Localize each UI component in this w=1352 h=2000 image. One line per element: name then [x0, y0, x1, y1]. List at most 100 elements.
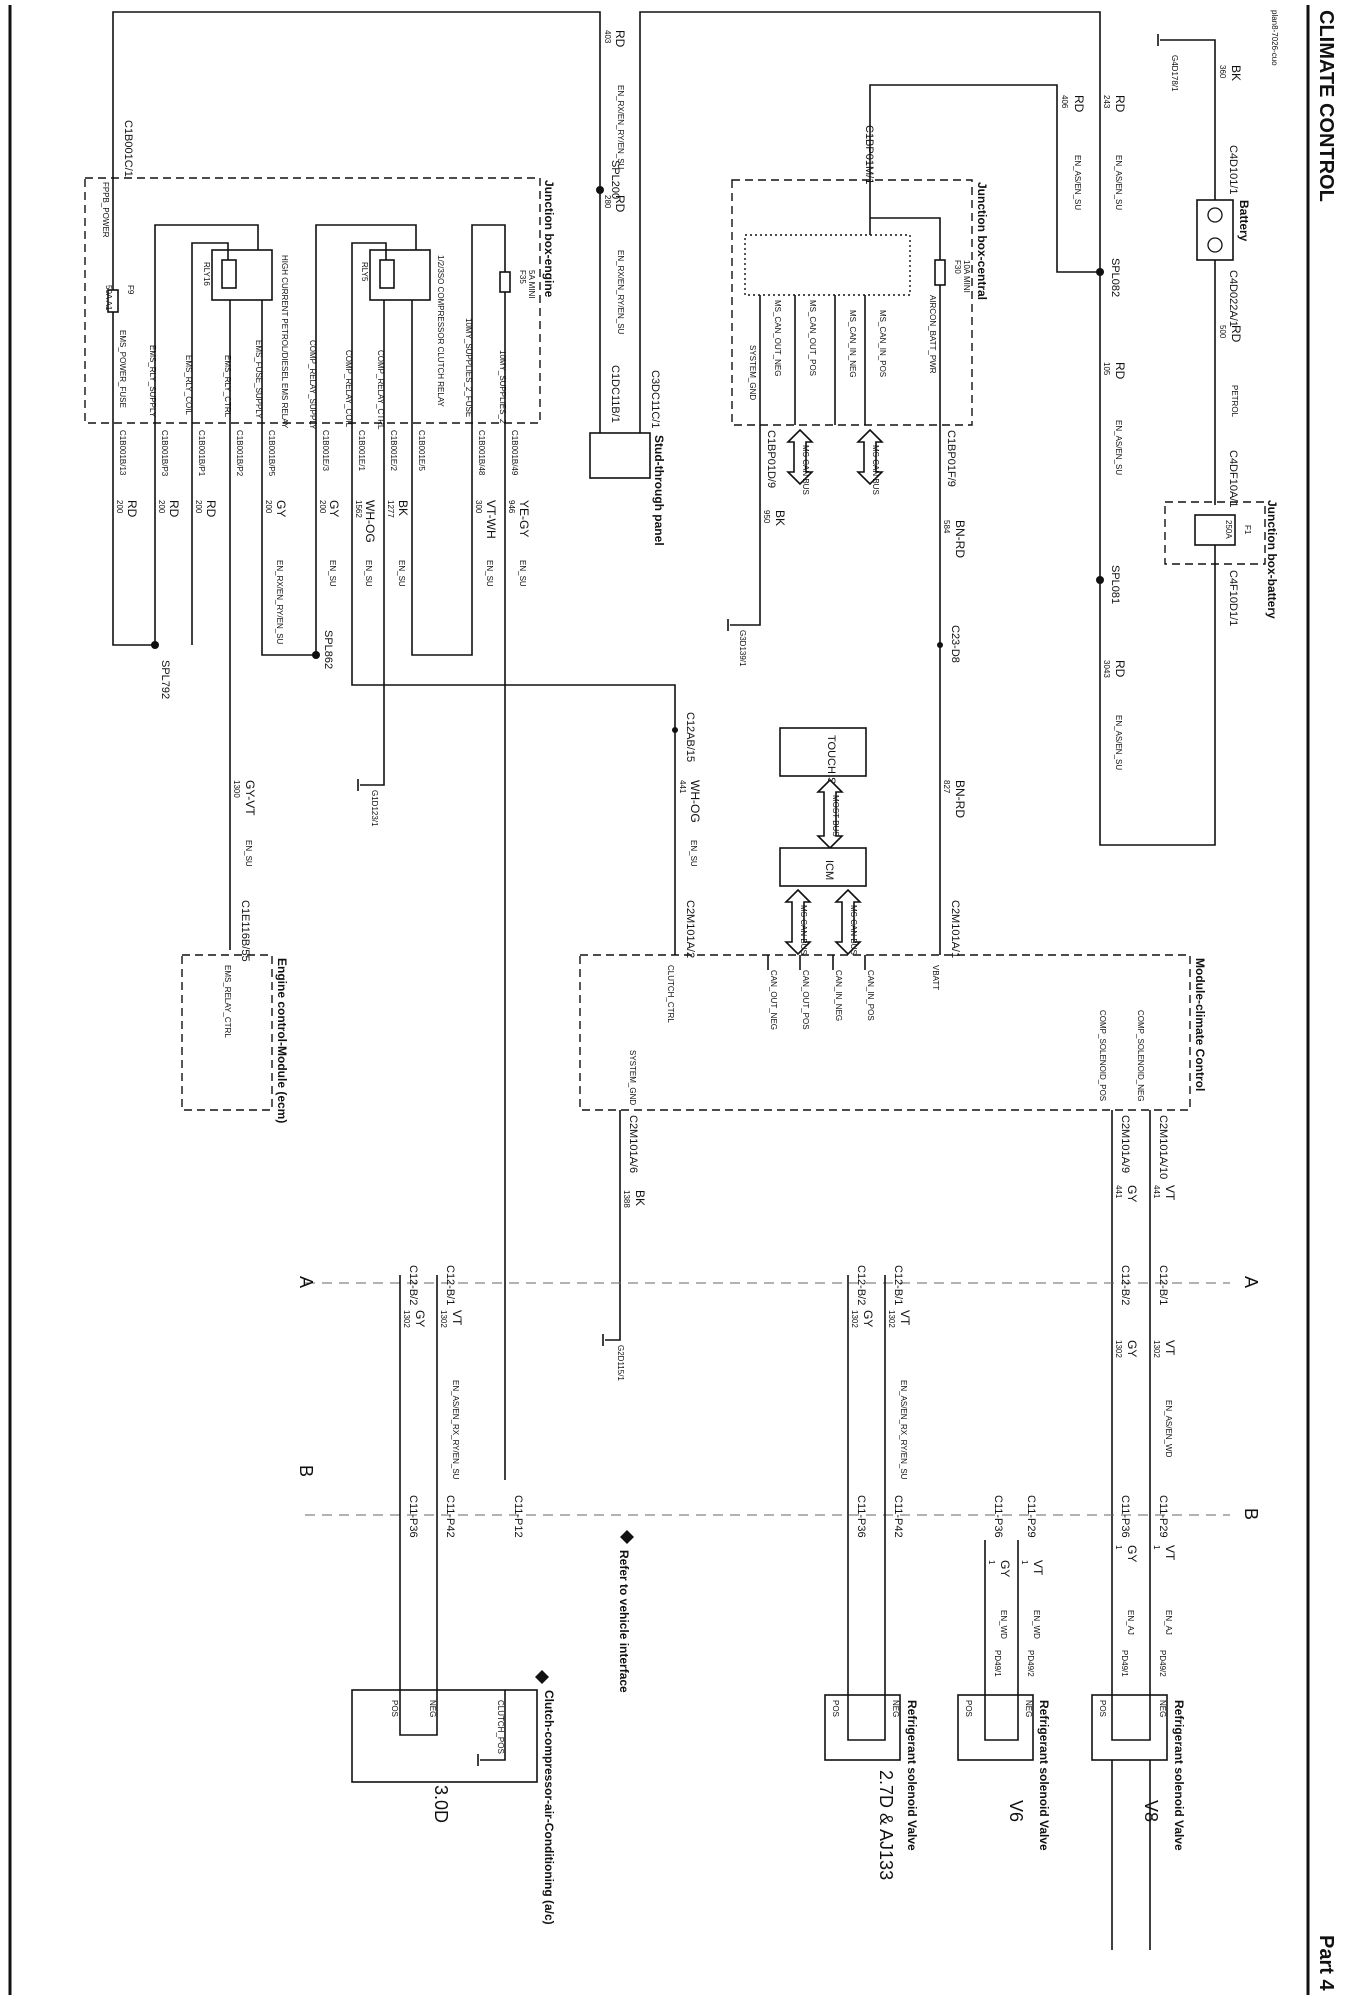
wire-num-105: 105: [1102, 362, 1111, 376]
jb-central-title: Junction box-central: [975, 182, 989, 300]
valve-27d-coil: [847, 1695, 886, 1741]
harness-27d: EN_AS/EN_RX_RY/EN_SU: [899, 1380, 908, 1480]
relay-rly5-coil: [379, 259, 395, 289]
conn-c11p12-30d: C11-P12: [512, 1495, 524, 1538]
wire-supplies-2-fuse: [471, 224, 506, 423]
can-arrow-icm-in: [834, 888, 862, 956]
pin-ems-power-fuse: EMS_POWER_FUSE: [118, 330, 127, 408]
clutch-pos: POS: [390, 1700, 399, 1717]
valve-v6-neg: NEG: [1024, 1700, 1033, 1717]
conn-c12ab15-pin: [672, 727, 678, 733]
conn-c12b1-v8: C12-B/1: [1157, 1265, 1169, 1305]
pin-comp-relay-supply: COMP_RELAY_SUPPLY: [308, 340, 317, 430]
pin-ems-rly-ctrl: EMS_RLY_CTRL: [223, 355, 232, 418]
wire-num-gy-441: 441: [1114, 1185, 1123, 1199]
harness-1277: EN_SU: [397, 560, 406, 587]
wire-num-360: 360: [1218, 65, 1227, 79]
wire-color-jbe-2: RD: [167, 500, 181, 518]
conn-c4d101: C4D101/1: [1227, 145, 1239, 195]
wire-color-1277: BK: [396, 500, 410, 516]
conn-pd491-v8: PD49/1: [1120, 1650, 1129, 1677]
pin-comp-relay-ctrl: COMP_RELAY_CTRL: [376, 350, 385, 430]
conn-c11p36-v6: C11-P36: [992, 1495, 1004, 1538]
clutch-ground-link: [480, 1690, 506, 1761]
wire-num-584: 584: [942, 520, 951, 534]
clutch-diamond: [535, 1670, 549, 1684]
wire-num-500: 500: [1218, 325, 1227, 339]
pin-clutch-ctrl: CLUTCH_CTRL: [666, 965, 675, 1023]
wire-num-jbe-1: 200: [115, 500, 124, 514]
splice-spl200: [596, 186, 604, 194]
relay-rly5-label: RLY5: [360, 262, 369, 282]
relay-rly5-desc: 1/2/3SO COMPRESSOR CLUTCH RELAY: [436, 255, 445, 408]
battery-title: Battery: [1237, 200, 1251, 242]
fuse-f35-symbol: [499, 271, 511, 293]
label-ms-can-bus-3: MS CAN BUS: [849, 905, 858, 955]
pin-can-in-pos: CAN_IN_POS: [866, 970, 875, 1021]
variant-v8: V8: [1141, 1800, 1161, 1822]
splice-label-spl792: SPL792: [159, 660, 171, 699]
pin-comp-relay-coil: COMP_RELAY_COIL: [344, 350, 353, 428]
relay-rly16-coil: [221, 259, 237, 289]
ground-label-g3d139: G3D139/1: [738, 630, 747, 667]
stud-through-panel-box: [589, 432, 651, 479]
clutch-box: [351, 1689, 538, 1783]
touch-screen-box: [779, 727, 867, 777]
refer-diamond: [620, 1530, 634, 1544]
wire-color-27d-vt: VT: [898, 1310, 912, 1326]
pin-can-in-neg: CAN_IN_NEG: [834, 970, 843, 1021]
pin-supplies-2-fuse: 10MY_SUPPLIES_2_FUSE: [464, 318, 473, 417]
wire-num-3043: 3043: [1102, 660, 1111, 678]
refer-note: Refer to vehicle interface: [617, 1550, 631, 1693]
wire-num-vt-441: 441: [1152, 1185, 1161, 1199]
harness-946: EN_SU: [518, 560, 527, 587]
clutch-clutch-pos: CLUTCH_POS: [496, 1700, 505, 1754]
label-most-bus: MOST BUS: [831, 795, 840, 837]
wire-num-v8-gy-2: 1302: [1114, 1340, 1123, 1358]
wire-color-jbe-1: RD: [125, 500, 139, 518]
page-part: Part 4: [1315, 1935, 1337, 1991]
wire-color-946: YE-GY: [517, 500, 531, 537]
cut-label-a-right: A: [1241, 1276, 1261, 1288]
conn-c2m101a6: C2M101A/6: [627, 1115, 639, 1173]
wire-gy-200-loop: [261, 423, 317, 656]
conn-c1bp01d: C1BP01D/9: [765, 430, 777, 488]
valve-v8-title: Refrigerant solenoid Valve: [1172, 1700, 1186, 1851]
harness-406: EN_AS/EN_SU: [1073, 155, 1082, 210]
ecm-title: Engine control-Module (ecm): [275, 958, 289, 1123]
harness-jbe-5: EN_SU: [328, 560, 337, 587]
wire-bk-950: [730, 425, 761, 626]
harness-v8-aj-2: EN_AJ: [1126, 1610, 1135, 1635]
wire-bk-360: [1160, 39, 1216, 205]
wire-num-280: 280: [603, 195, 612, 209]
wire-num-jbe-3: 200: [194, 500, 203, 514]
wire-num-946: 946: [507, 500, 516, 514]
splice-spl792: [151, 641, 159, 649]
wire-num-441: 441: [678, 780, 687, 794]
mcc-title: Module-climate Control: [1193, 958, 1207, 1091]
splice-label-spl082: SPL082: [1109, 258, 1121, 297]
valve-v8-pos: POS: [1098, 1700, 1107, 1717]
conn-c1bp01m: C1BP01M/1: [863, 125, 875, 184]
ecm-box: [181, 954, 273, 1111]
pin-can-out-pos: CAN_OUT_POS: [801, 970, 810, 1030]
conn-c1b001e5: C1B001E/5: [417, 430, 426, 471]
wire-color-vt-441: VT: [1163, 1185, 1177, 1201]
wire-num-27d-gy: 1302: [850, 1310, 859, 1328]
valve-v8-box: [1091, 1694, 1168, 1761]
splice-spl862: [312, 651, 320, 659]
wire-vtwh-300: [411, 423, 473, 656]
drawing-ref: plan8-7026-cuo: [1270, 10, 1279, 66]
valve-27d-title: Refrigerant solenoid Valve: [905, 1700, 919, 1851]
relay-rly16-label: RLY16: [202, 262, 211, 286]
fuse-f35: F35: [518, 270, 527, 284]
wire-num-v8-vt-2: 1302: [1152, 1340, 1161, 1358]
wire-color-1300: GY-VT: [243, 780, 257, 816]
pin-ems-rly-coil: EMS_RLY_COIL: [184, 355, 193, 415]
wire-whog-441: [351, 423, 676, 955]
pin-mcc-system-gnd: SYSTEM_GND: [628, 1050, 637, 1105]
wire-num-30d-gy: 1302: [402, 1310, 411, 1328]
label-ms-can-bus-2: MS CAN BUS: [801, 445, 810, 495]
wire-color-v8-vt-2: VT: [1163, 1340, 1177, 1356]
